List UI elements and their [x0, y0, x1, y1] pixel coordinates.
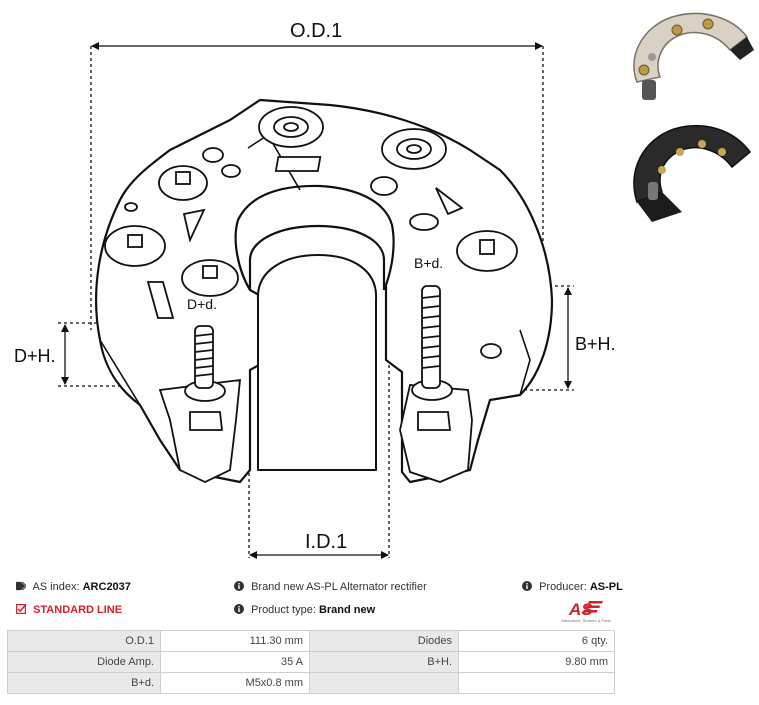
bd-label: B+d. [414, 255, 443, 271]
standard-line-row: STANDARD LINE [16, 604, 122, 616]
spec-label: O.D.1 [7, 630, 161, 652]
spec-value: 6 qty. [458, 630, 615, 652]
spec-label [309, 672, 459, 694]
producer-value: AS-PL [589, 581, 623, 593]
product-photo-bottom [622, 112, 757, 230]
spec-label: Diode Amp. [7, 651, 161, 673]
as-index: AS index: ARC2037 [16, 581, 131, 593]
standard-line-label: STANDARD LINE [33, 604, 123, 616]
description-text: Brand new AS-PL Alternator rectifier [251, 581, 427, 593]
logo-subtext: Alternators, Starters & Parts [561, 618, 611, 623]
dd-label: D+d. [187, 296, 217, 312]
description-row: Brand new AS-PL Alternator rectifier [234, 581, 427, 593]
spec-value [458, 672, 615, 694]
as-index-label: AS index: [32, 581, 80, 593]
spec-label: Diodes [309, 630, 459, 652]
spec-value: M5x0.8 mm [160, 672, 310, 694]
table-row: Diode Amp. 35 A B+H. 9.80 mm [7, 651, 615, 673]
tag-icon [16, 581, 26, 591]
od-label: O.D.1 [290, 20, 342, 42]
info-icon [234, 581, 244, 591]
spec-table: O.D.1 111.30 mm Diodes 6 qty. Diode Amp.… [7, 630, 615, 694]
spec-value: 9.80 mm [458, 651, 615, 673]
as-index-value: ARC2037 [82, 581, 131, 593]
bh-label: B+H. [575, 334, 616, 354]
spec-value: 111.30 mm [160, 630, 310, 652]
product-photo-top [622, 2, 757, 110]
product-type-label: Product type: [251, 604, 316, 616]
as-pl-logo: AS Alternators, Starters & Parts [561, 600, 611, 623]
table-row: O.D.1 111.30 mm Diodes 6 qty. [7, 630, 615, 652]
info-icon [522, 581, 532, 591]
rectifier-technical-drawing: O.D.1 I.D.1 D+H. B+H. D+d. B+d. [14, 20, 616, 559]
info-icon [234, 604, 244, 614]
spec-value: 35 A [160, 651, 310, 673]
producer-row: Producer: AS-PL [522, 581, 623, 593]
product-type-value: Brand new [318, 604, 376, 616]
spec-label: B+d. [7, 672, 161, 694]
logo-text: AS [568, 600, 593, 619]
id-label: I.D.1 [305, 531, 347, 553]
table-row: B+d. M5x0.8 mm [7, 672, 615, 694]
spec-label: B+H. [309, 651, 459, 673]
product-type-row: Product type: Brand new [234, 604, 375, 616]
dh-label: D+H. [14, 346, 56, 366]
producer-label: Producer: [539, 581, 587, 593]
checkbox-icon [16, 604, 26, 614]
